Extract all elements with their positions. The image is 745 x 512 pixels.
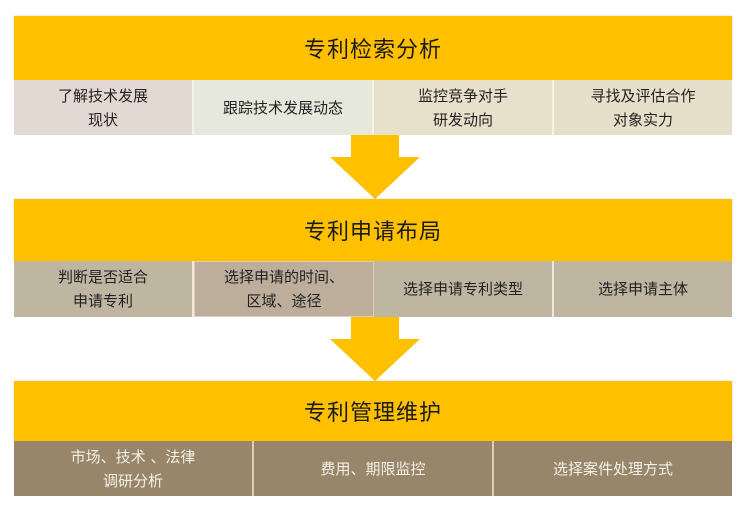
section-title-application-layout: 专利申请布局 <box>14 199 732 261</box>
item-choose-applicant: 选择申请主体 <box>554 261 732 317</box>
item-monitor-competitor: 监控竞争对手 研发动向 <box>374 80 554 135</box>
item-case-handling: 选择案件处理方式 <box>494 441 732 496</box>
down-arrow-icon <box>330 317 420 381</box>
item-choose-time-region: 选择申请的时间、 区域、途径 <box>194 261 374 317</box>
section-title-search-analysis: 专利检索分析 <box>14 16 732 80</box>
item-track-tech-trend: 跟踪技术发展动态 <box>194 80 374 135</box>
section-items-management-maintenance: 市场、技术 、法律 调研分析 费用、期限监控 选择案件处理方式 <box>14 441 732 496</box>
item-choose-patent-type: 选择申请专利类型 <box>374 261 554 317</box>
item-fee-deadline-monitor: 费用、期限监控 <box>254 441 494 496</box>
section-items-application-layout: 判断是否适合 申请专利 选择申请的时间、 区域、途径 选择申请专利类型 选择申请… <box>14 261 732 317</box>
section-items-search-analysis: 了解技术发展 现状 跟踪技术发展动态 监控竞争对手 研发动向 寻找及评估合作 对… <box>14 80 732 135</box>
item-judge-suitability: 判断是否适合 申请专利 <box>14 261 194 317</box>
down-arrow-icon <box>330 135 420 199</box>
item-market-research: 市场、技术 、法律 调研分析 <box>14 441 254 496</box>
item-tech-status: 了解技术发展 现状 <box>14 80 194 135</box>
item-evaluate-partner: 寻找及评估合作 对象实力 <box>554 80 732 135</box>
section-title-management-maintenance: 专利管理维护 <box>14 381 732 441</box>
